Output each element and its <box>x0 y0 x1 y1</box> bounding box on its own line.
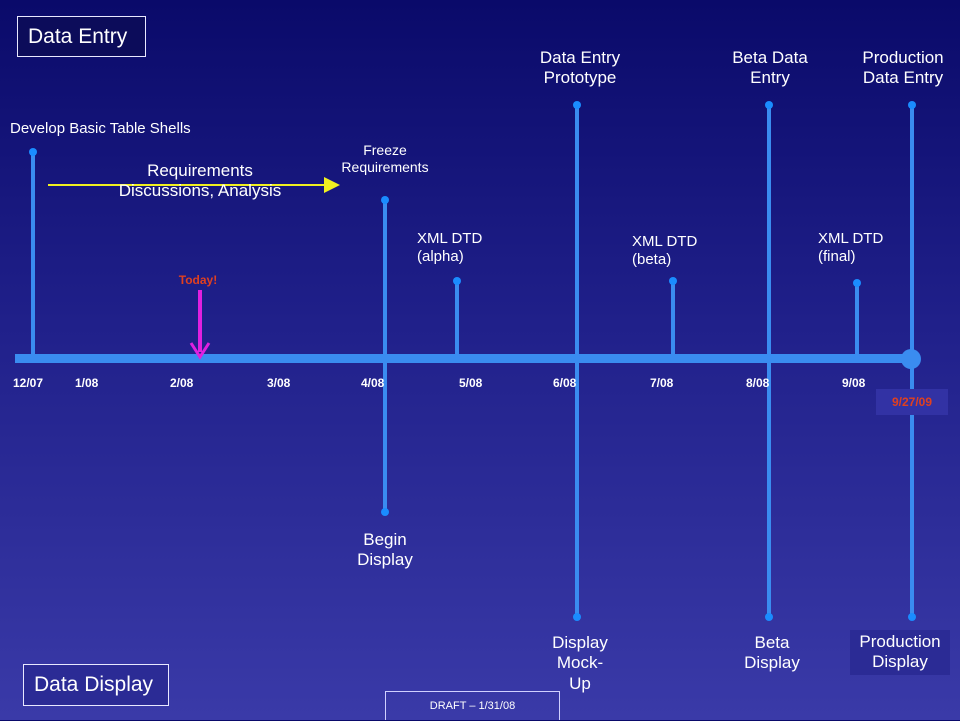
freeze-label: Freeze Requirements <box>341 142 429 175</box>
xml-beta-label: XML DTD (beta) <box>632 233 698 268</box>
tick-label: 2/08 <box>170 376 194 390</box>
xml-final-label: XML DTD (final) <box>818 230 884 265</box>
data-display-box: Data Display <box>23 664 169 706</box>
today-label: Today! <box>178 273 218 287</box>
develop-label: Develop Basic Table Shells <box>10 120 191 137</box>
production-entry-label: Production Data Entry <box>862 48 944 88</box>
tick-label: 8/08 <box>746 376 770 390</box>
xml-alpha-label: XML DTD (alpha) <box>417 230 483 265</box>
tick-label: 4/08 <box>361 376 385 390</box>
tick-label: 3/08 <box>267 376 291 390</box>
mockup-label: Display Mock- Up <box>552 633 608 693</box>
production-display-label: Production Display <box>850 630 950 675</box>
requirements-label: Requirements Discussions, Analysis <box>118 161 282 201</box>
beta-entry-label: Beta Data Entry <box>732 48 808 88</box>
tick-label: 1/08 <box>75 376 99 390</box>
tick-label: 9/08 <box>842 376 866 390</box>
tick-label: 7/08 <box>650 376 674 390</box>
tick-label: 5/08 <box>459 376 483 390</box>
timeline-axis <box>15 354 910 363</box>
draft-footer: DRAFT – 1/31/08 <box>385 691 560 720</box>
tick-label: 6/08 <box>553 376 577 390</box>
begin-display-label: Begin Display <box>357 530 413 570</box>
prototype-label: Data Entry Prototype <box>539 48 621 88</box>
beta-display-label: Beta Display <box>744 633 800 673</box>
data-entry-box: Data Entry <box>17 16 146 57</box>
tick-label: 12/07 <box>13 376 44 390</box>
end-date-label: 9/27/09 <box>876 389 948 415</box>
